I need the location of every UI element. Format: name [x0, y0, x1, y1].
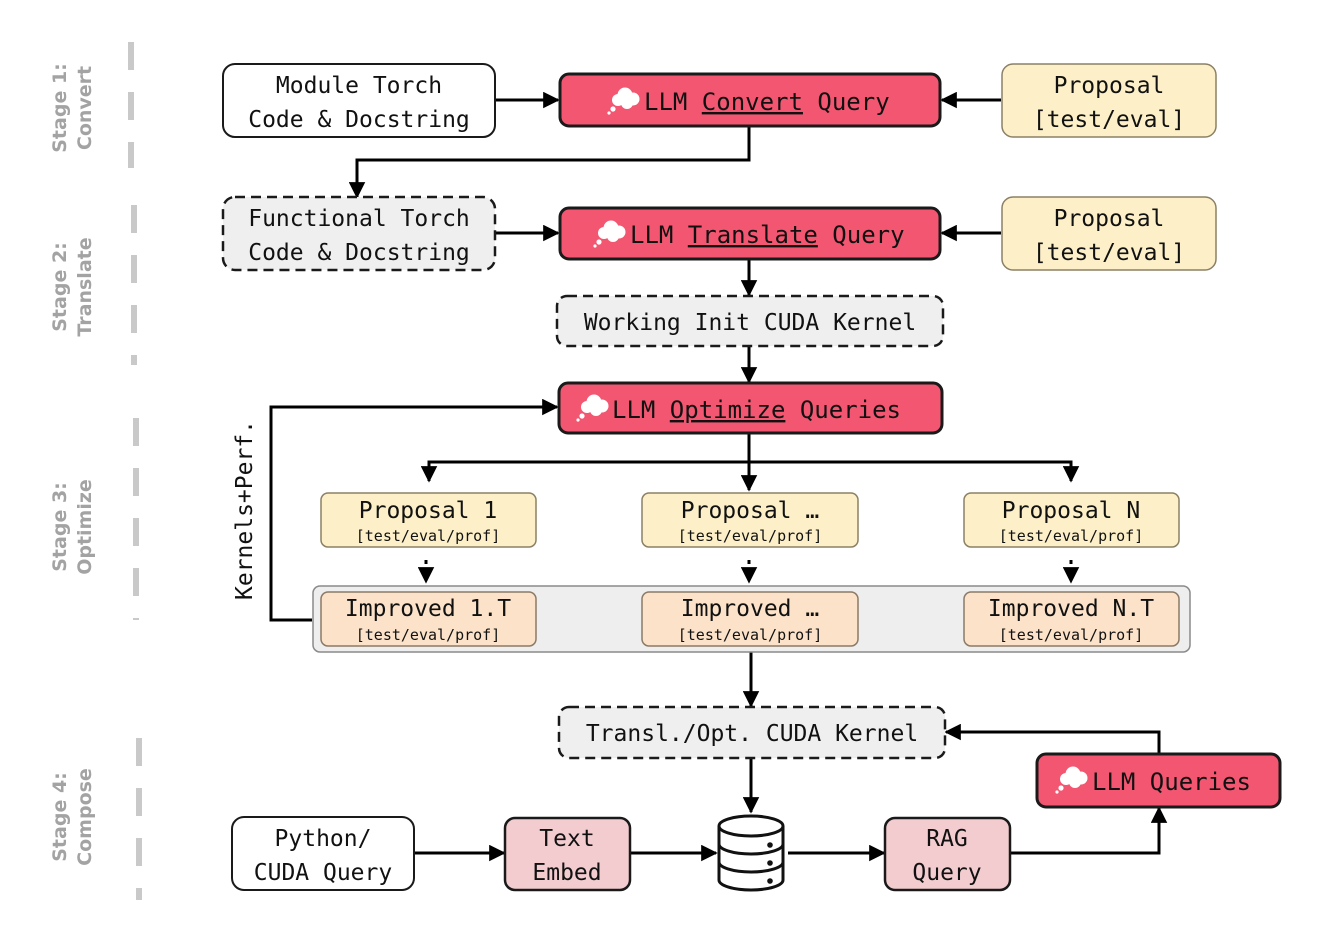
python-cuda-query-box: Python/ CUDA Query [231, 816, 415, 891]
svg-text:Translate: Translate [74, 237, 96, 336]
svg-text:Working Init CUDA Kernel: Working Init CUDA Kernel [584, 310, 916, 336]
svg-text:Proposal N: Proposal N [1002, 498, 1140, 524]
module-torch-box: Module Torch Code & Docstring [222, 63, 496, 138]
improved-1-box: Improved 1.T [test/eval/prof] [320, 591, 537, 647]
svg-text:Stage 1:: Stage 1: [49, 63, 71, 153]
svg-text:Proposal: Proposal [1054, 206, 1165, 232]
arrow-convert-to-functional [348, 127, 751, 199]
llm-queries-box: LLM Queries [1035, 752, 1282, 809]
proposal-n-box: Proposal N [test/eval/prof] [963, 492, 1180, 548]
stage-4-label: Stage 4: Compose [49, 768, 96, 866]
transl-opt-kernel-box: Transl./Opt. CUDA Kernel [557, 705, 947, 760]
svg-text:CUDA Query: CUDA Query [254, 860, 392, 886]
svg-text:[test/eval/prof]: [test/eval/prof] [356, 626, 501, 644]
svg-text:[test/eval/prof]: [test/eval/prof] [356, 527, 501, 545]
svg-text:[test/eval]: [test/eval] [1033, 240, 1185, 266]
improved-n-box: Improved N.T [test/eval/prof] [963, 591, 1180, 647]
proposal-box-stage1: Proposal [test/eval] [1001, 63, 1217, 138]
svg-text:[test/eval]: [test/eval] [1033, 107, 1185, 133]
svg-text:Proposal …: Proposal … [681, 498, 819, 524]
svg-text:Optimize: Optimize [74, 479, 96, 575]
svg-text:LLM Convert Query: LLM Convert Query [644, 88, 890, 116]
svg-text:LLM Optimize Queries: LLM Optimize Queries [612, 396, 901, 424]
svg-text:LLM Queries: LLM Queries [1092, 768, 1251, 796]
svg-text:[test/eval/prof]: [test/eval/prof] [999, 626, 1144, 644]
stage-3-label: Stage 3: Optimize [49, 479, 96, 575]
arrow-llm-to-kernel [944, 723, 1161, 753]
text-embed-box: Text Embed [503, 816, 632, 892]
svg-text:Proposal 1: Proposal 1 [359, 498, 497, 524]
svg-text:Code & Docstring: Code & Docstring [248, 240, 470, 266]
llm-optimize-box: LLM Optimize Queries [557, 381, 944, 435]
arrows [269, 91, 1168, 862]
svg-text:LLM Translate Query: LLM Translate Query [630, 221, 905, 249]
arrow-feedback-to-optimize [269, 398, 559, 622]
feedback-label: Kernels+Perf. [232, 420, 258, 600]
svg-text:Stage 3:: Stage 3: [49, 482, 71, 572]
proposal-box-stage2: Proposal [test/eval] [1001, 196, 1217, 271]
svg-text:Convert: Convert [74, 66, 96, 150]
svg-text:Compose: Compose [74, 768, 96, 866]
svg-text:Module Torch: Module Torch [276, 73, 442, 99]
functional-torch-box: Functional Torch Code & Docstring [221, 195, 497, 272]
llm-convert-box: LLM Convert Query [558, 72, 942, 128]
svg-text:Proposal: Proposal [1054, 73, 1165, 99]
rag-query-box: RAG Query [883, 816, 1012, 892]
svg-text:RAG: RAG [926, 826, 968, 852]
svg-text:Text: Text [539, 826, 594, 852]
database-icon [717, 814, 785, 892]
llm-translate-box: LLM Translate Query [558, 206, 942, 261]
svg-text:Code & Docstring: Code & Docstring [248, 107, 470, 133]
proposal-1-box: Proposal 1 [test/eval/prof] [320, 492, 537, 548]
svg-text:[test/eval/prof]: [test/eval/prof] [678, 527, 823, 545]
arrow-rag-to-llm [1011, 806, 1168, 855]
working-init-kernel-box: Working Init CUDA Kernel [555, 294, 945, 348]
svg-text:Python/: Python/ [275, 826, 372, 852]
improved-mid-box: Improved … [test/eval/prof] [641, 591, 859, 647]
proposal-mid-box: Proposal … [test/eval/prof] [641, 492, 859, 548]
svg-text:[test/eval/prof]: [test/eval/prof] [999, 527, 1144, 545]
svg-text:Improved N.T: Improved N.T [988, 596, 1154, 622]
svg-text:Improved 1.T: Improved 1.T [345, 596, 511, 622]
svg-text:Functional Torch: Functional Torch [248, 206, 470, 232]
svg-text:Stage 2:: Stage 2: [49, 242, 71, 332]
svg-text:Stage 4:: Stage 4: [49, 772, 71, 862]
svg-text:Embed: Embed [532, 860, 601, 886]
svg-text:Transl./Opt. CUDA Kernel: Transl./Opt. CUDA Kernel [586, 721, 918, 747]
stage-1-label: Stage 1: Convert [49, 63, 96, 153]
svg-text:[test/eval/prof]: [test/eval/prof] [678, 626, 823, 644]
stage-2-label: Stage 2: Translate [49, 237, 96, 336]
svg-text:Improved …: Improved … [681, 596, 819, 622]
svg-text:Query: Query [912, 860, 981, 886]
